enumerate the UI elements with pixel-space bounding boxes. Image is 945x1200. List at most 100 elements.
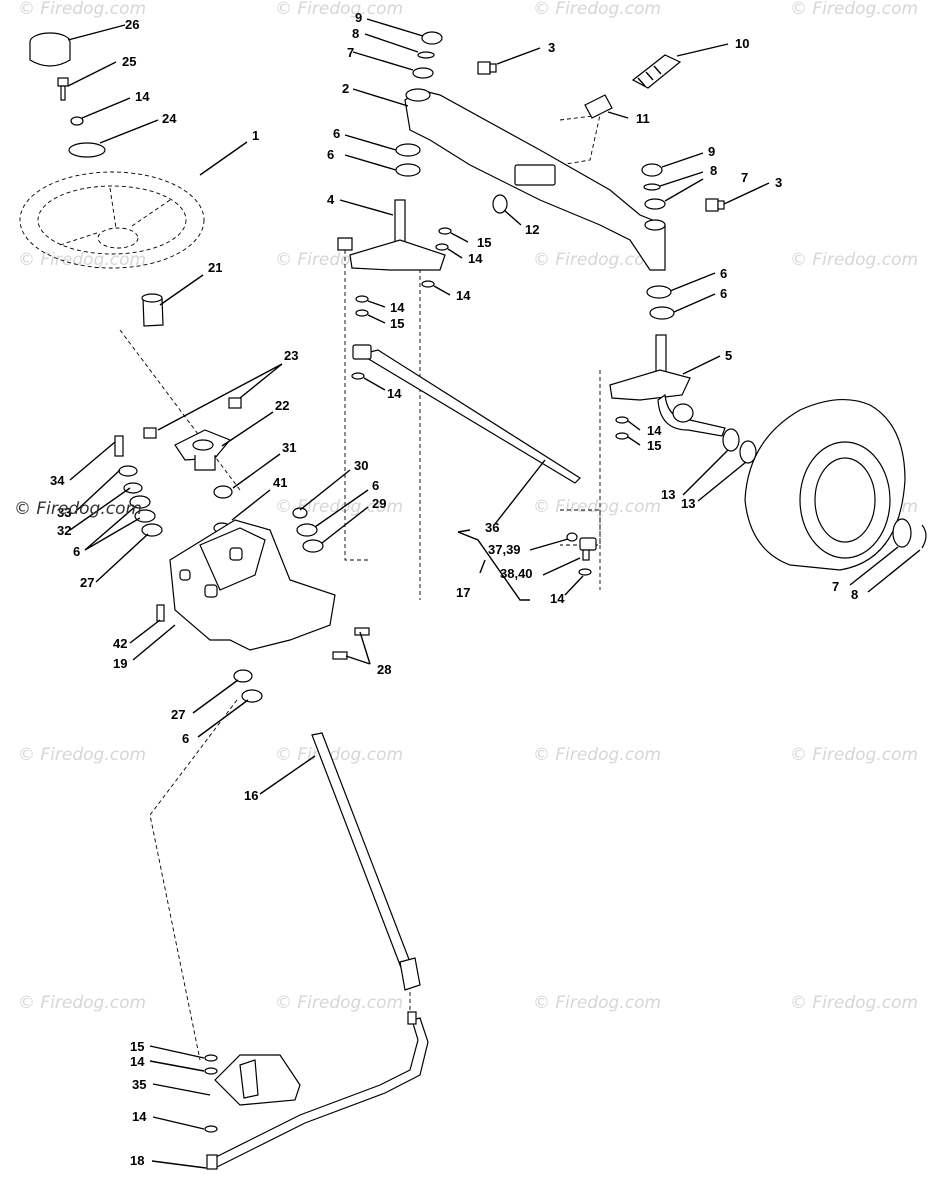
watermark: © Firedog.com — [790, 993, 918, 1013]
label-26: 26 — [125, 17, 139, 32]
bearing — [395, 163, 421, 177]
washer — [204, 1125, 218, 1133]
label-8: 8 — [710, 163, 717, 178]
watermark: © Firedog.com — [533, 250, 661, 270]
label-23: 23 — [284, 348, 298, 363]
label-11: 11 — [636, 111, 650, 126]
front-axle — [404, 88, 666, 271]
label-14: 14 — [135, 89, 150, 104]
washer — [615, 416, 629, 424]
watermark: © Firedog.com — [18, 993, 146, 1013]
bolt — [143, 427, 157, 439]
label-32: 32 — [57, 523, 71, 538]
label-6: 6 — [720, 286, 727, 301]
label-6: 6 — [333, 126, 340, 141]
watermark: © Firedog.com — [533, 745, 661, 765]
label-19: 19 — [113, 656, 127, 671]
washer — [435, 243, 449, 251]
washer — [296, 523, 318, 537]
label-15: 15 — [390, 316, 404, 331]
label-7: 7 — [741, 170, 748, 185]
label-16: 16 — [244, 788, 258, 803]
retaining-ring — [417, 51, 435, 59]
washer — [395, 143, 421, 157]
washer — [412, 67, 434, 79]
label-14: 14 — [390, 300, 405, 315]
label-7: 7 — [347, 45, 354, 60]
bearing — [649, 306, 675, 320]
label-14: 14 — [130, 1054, 145, 1069]
label-37-39: 37,39 — [488, 542, 521, 557]
label-42: 42 — [113, 636, 127, 651]
nut — [566, 532, 578, 542]
steering-wheel — [19, 171, 205, 269]
steering-shaft — [311, 732, 421, 991]
washer — [118, 465, 138, 477]
label-27: 27 — [80, 575, 94, 590]
label-34: 34 — [50, 473, 65, 488]
nut — [615, 432, 629, 440]
tie-rod — [351, 344, 581, 484]
label-15: 15 — [130, 1039, 144, 1054]
watermark: © Firedog.com — [18, 0, 146, 19]
clip — [292, 507, 308, 519]
label-12: 12 — [525, 222, 539, 237]
label-14: 14 — [647, 423, 662, 438]
bushing — [233, 669, 253, 683]
grease-fitting — [705, 198, 725, 212]
washer — [123, 482, 143, 494]
label-1: 1 — [252, 128, 259, 143]
label-25: 25 — [122, 54, 136, 69]
steering-support — [169, 519, 336, 651]
label-6: 6 — [372, 478, 379, 493]
washer — [644, 198, 666, 210]
label-14: 14 — [132, 1109, 147, 1124]
label-13: 13 — [681, 496, 695, 511]
label-15: 15 — [477, 235, 491, 250]
screw — [57, 77, 69, 101]
washer — [421, 280, 435, 288]
label-27: 27 — [171, 707, 185, 722]
nut — [355, 309, 369, 317]
label-41: 41 — [273, 475, 287, 490]
watermark: © Firedog.com — [790, 0, 918, 19]
washer — [892, 518, 912, 548]
label-5: 5 — [725, 348, 732, 363]
label-14: 14 — [456, 288, 471, 303]
bushing — [141, 523, 163, 537]
label-35: 35 — [132, 1077, 146, 1092]
label-22: 22 — [275, 398, 289, 413]
washer — [70, 116, 84, 126]
steering-bracket — [174, 429, 231, 471]
spindle-left — [337, 199, 446, 271]
label-24: 24 — [162, 111, 177, 126]
watermark: © Firedog.com — [275, 745, 403, 765]
label-36: 36 — [485, 520, 499, 535]
washer — [355, 295, 369, 303]
label-28: 28 — [377, 662, 391, 677]
label-21: 21 — [208, 260, 222, 275]
leader-lines — [67, 18, 921, 1169]
label-6: 6 — [720, 266, 727, 281]
steering-cap — [29, 32, 71, 67]
label-7: 7 — [832, 579, 839, 594]
front-tire — [744, 398, 906, 571]
label-14: 14 — [550, 591, 565, 606]
watermark: © Firedog.com — [533, 0, 661, 19]
spring — [631, 54, 682, 89]
washer — [578, 568, 592, 576]
label-9: 9 — [708, 144, 715, 159]
washer — [646, 285, 672, 299]
watermark: © Firedog.com — [275, 0, 403, 19]
watermark: © Firedog.com — [533, 993, 661, 1013]
watermark: © Firedog.com — [533, 497, 661, 517]
bushing — [302, 539, 324, 553]
label-38-40: 38,40 — [500, 566, 533, 581]
bushing — [213, 485, 233, 499]
pivot-bushing — [492, 194, 508, 214]
watermark: © Firedog.com — [275, 993, 403, 1013]
label-15: 15 — [647, 438, 661, 453]
label-31: 31 — [282, 440, 296, 455]
label-10: 10 — [735, 36, 749, 51]
label-8: 8 — [352, 26, 359, 41]
